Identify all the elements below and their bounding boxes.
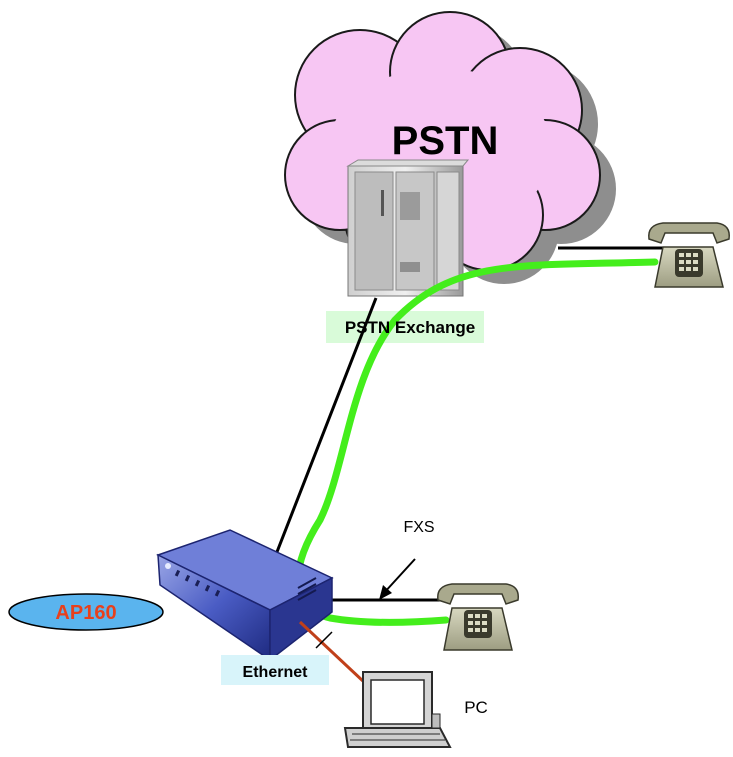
ethernet-tick — [315, 631, 333, 649]
line-exchange-to-device — [266, 297, 378, 576]
fxs-arrow — [379, 558, 416, 600]
cloud-label: PSTN — [392, 119, 499, 163]
telephone-icon — [648, 222, 730, 288]
exchange-icon — [346, 159, 470, 297]
fxs-label: FXS — [403, 519, 434, 536]
telephone-icon — [437, 583, 519, 651]
trunk-lines — [266, 246, 665, 602]
ethernet-label: Ethernet — [243, 664, 309, 681]
computer-icon — [343, 671, 452, 748]
device-badge: AP160 — [8, 593, 164, 631]
device-label: AP160 — [55, 602, 116, 624]
exchange-label-bg — [326, 311, 484, 343]
ethernet-label-bg — [221, 655, 329, 685]
exchange-label: PSTN Exchange — [345, 318, 475, 337]
call-path — [294, 258, 659, 626]
pc-label: PC — [464, 698, 488, 717]
ethernet-cable — [298, 620, 366, 684]
gateway-device-icon — [156, 529, 334, 662]
